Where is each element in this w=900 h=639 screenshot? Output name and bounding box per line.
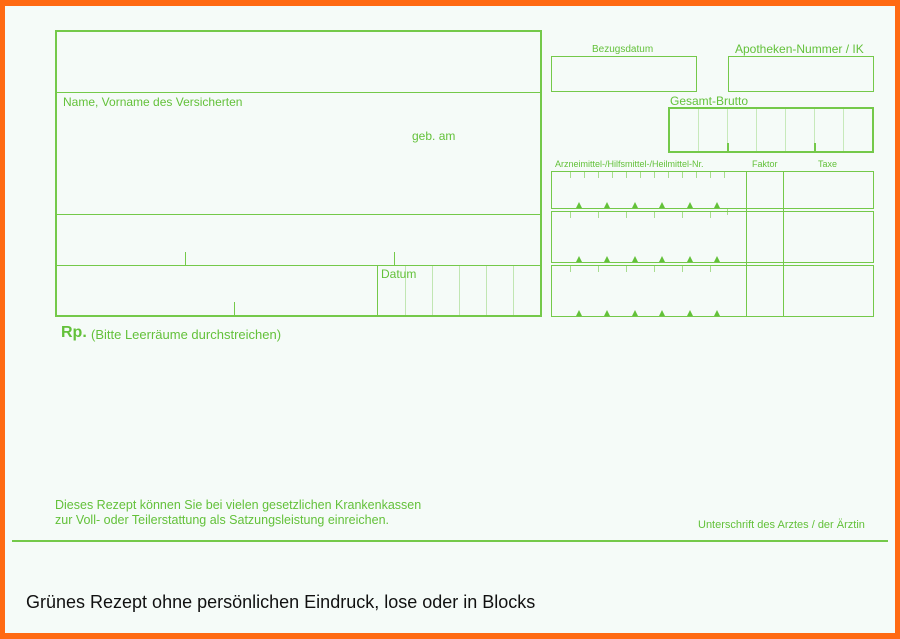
marker-triangle	[714, 310, 720, 316]
date-label: Datum	[381, 267, 417, 281]
field-tick	[394, 252, 395, 265]
digit-tick	[598, 212, 599, 218]
digit-tick	[710, 172, 711, 178]
apotheken-field	[728, 56, 874, 92]
divider	[56, 265, 541, 266]
taxe-label: Taxe	[818, 159, 838, 169]
caption: Grünes Rezept ohne persönlichen Eindruck…	[26, 592, 536, 612]
marker-triangle	[687, 256, 693, 262]
digit-tick	[598, 172, 599, 178]
marker-triangle	[659, 310, 665, 316]
marker-triangle	[714, 256, 720, 262]
gesamt-field	[668, 107, 874, 153]
bottom-rule	[12, 540, 888, 542]
arznei-row-2	[551, 211, 874, 263]
gesamt-cell	[814, 109, 815, 151]
digit-tick	[654, 212, 655, 218]
marker-triangle	[659, 256, 665, 262]
digit-tick	[640, 172, 641, 178]
patient-block	[55, 30, 542, 317]
digit-tick	[570, 172, 571, 178]
digit-tick	[710, 266, 711, 272]
apotheken-label: Apotheken-Nummer / IK	[735, 42, 864, 56]
rp-note: (Bitte Leerräume durchstreichen)	[91, 327, 282, 342]
digit-tick	[612, 172, 613, 178]
digit-tick	[682, 266, 683, 272]
decimal-mark	[727, 143, 729, 151]
digit-tick	[696, 172, 697, 178]
gesamt-label: Gesamt-Brutto	[670, 94, 749, 108]
digit-tick	[584, 172, 585, 178]
gesamt-cell	[698, 109, 699, 151]
bezugsdatum-field	[551, 56, 697, 92]
gesamt-cell	[785, 109, 786, 151]
marker-triangle	[576, 202, 582, 208]
digit-tick	[654, 172, 655, 178]
signature-label: Unterschrift des Arztes / der Ärztin	[698, 519, 865, 531]
digit-tick	[626, 172, 627, 178]
arznei-row-3	[551, 265, 874, 317]
date-cell	[405, 266, 406, 316]
marker-triangle	[632, 202, 638, 208]
digit-tick	[654, 266, 655, 272]
digit-tick	[682, 172, 683, 178]
marker-triangle	[659, 202, 665, 208]
digit-tick	[570, 266, 571, 272]
gesamt-cell	[843, 109, 844, 151]
date-divider	[377, 266, 378, 316]
marker-triangle	[604, 202, 610, 208]
rp-label: Rp.	[61, 324, 87, 341]
dob-label: geb. am	[412, 129, 456, 143]
marker-triangle	[632, 310, 638, 316]
name-label: Name, Vorname des Versicherten	[63, 95, 243, 109]
digit-tick	[682, 212, 683, 218]
divider	[56, 214, 541, 215]
digit-tick	[626, 266, 627, 272]
arznei-row-1	[551, 171, 874, 209]
faktor-label: Faktor	[752, 159, 778, 169]
digit-tick	[668, 172, 669, 178]
marker-triangle	[576, 310, 582, 316]
marker-triangle	[604, 256, 610, 262]
digit-tick	[598, 266, 599, 272]
marker-triangle	[687, 310, 693, 316]
marker-triangle	[714, 202, 720, 208]
info-line-2: zur Voll- oder Teilerstattung als Satzun…	[55, 513, 389, 527]
date-cell	[432, 266, 433, 316]
digit-tick	[710, 212, 711, 218]
bezugsdatum-label: Bezugsdatum	[592, 44, 654, 55]
marker-triangle	[687, 202, 693, 208]
field-tick	[234, 302, 235, 316]
marker-triangle	[604, 310, 610, 316]
date-cell	[513, 266, 514, 316]
digit-tick	[727, 209, 728, 215]
arznei-label: Arzneimittel-/Hilfsmittel-/Heilmittel-Nr…	[555, 159, 704, 169]
taxe-divider	[783, 171, 784, 317]
gesamt-cell	[727, 109, 728, 151]
faktor-divider	[746, 171, 747, 317]
divider	[56, 92, 541, 93]
digit-tick	[724, 172, 725, 178]
digit-tick	[626, 212, 627, 218]
marker-triangle	[576, 256, 582, 262]
field-tick	[185, 252, 186, 265]
decimal-mark	[814, 143, 816, 151]
date-cell	[486, 266, 487, 316]
info-line-1: Dieses Rezept können Sie bei vielen gese…	[55, 498, 422, 512]
prescription-form	[5, 6, 895, 633]
date-cell	[459, 266, 460, 316]
gesamt-cell	[756, 109, 757, 151]
digit-tick	[570, 212, 571, 218]
marker-triangle	[632, 256, 638, 262]
